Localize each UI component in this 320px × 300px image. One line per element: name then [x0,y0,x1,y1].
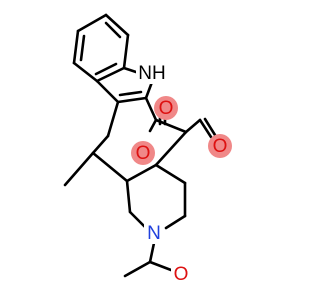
bond [123,260,152,278]
bond [122,33,130,70]
bond [63,151,95,187]
nitrogen-h-label: NH [138,63,165,84]
bond [164,214,187,230]
aldehyde-oxygen-label: O [213,136,228,157]
label-background [144,222,164,244]
bond [154,130,188,167]
atom-labels: NH N O O O O [131,62,232,285]
bond [76,13,108,33]
molecule-structure: NH N O O O O [63,13,232,285]
bond [144,80,154,100]
oxygen-highlight [131,141,155,165]
bond [148,118,158,133]
bond [203,117,217,137]
carbonyl-oxygen-label: O [159,98,174,119]
bond [104,13,130,37]
bond [198,118,213,139]
bond [104,21,122,39]
bond [91,151,129,183]
bond [94,62,118,76]
bond [154,118,188,134]
bonds [63,13,217,278]
bond [184,118,202,134]
ring-nitrogen-label: N [147,223,161,244]
bond [72,61,99,83]
bond [148,260,173,272]
label-background [171,263,191,285]
oxygen-highlight [208,134,232,158]
bond [122,66,138,74]
bond [91,134,110,155]
bond [125,179,132,214]
bond [72,29,80,65]
bond [95,66,126,83]
bond [95,79,120,104]
bond [125,163,158,183]
bond [118,90,143,97]
bond [148,241,156,264]
label-background [136,62,168,84]
bond [106,100,120,138]
bond [128,210,148,230]
bond [154,163,187,185]
bond [144,96,158,122]
oxygen-highlight [154,96,178,120]
ester-oxygen-label: O [136,143,151,164]
bond [79,34,86,62]
bond [116,96,148,104]
acetyl-oxygen-label: O [174,264,189,285]
